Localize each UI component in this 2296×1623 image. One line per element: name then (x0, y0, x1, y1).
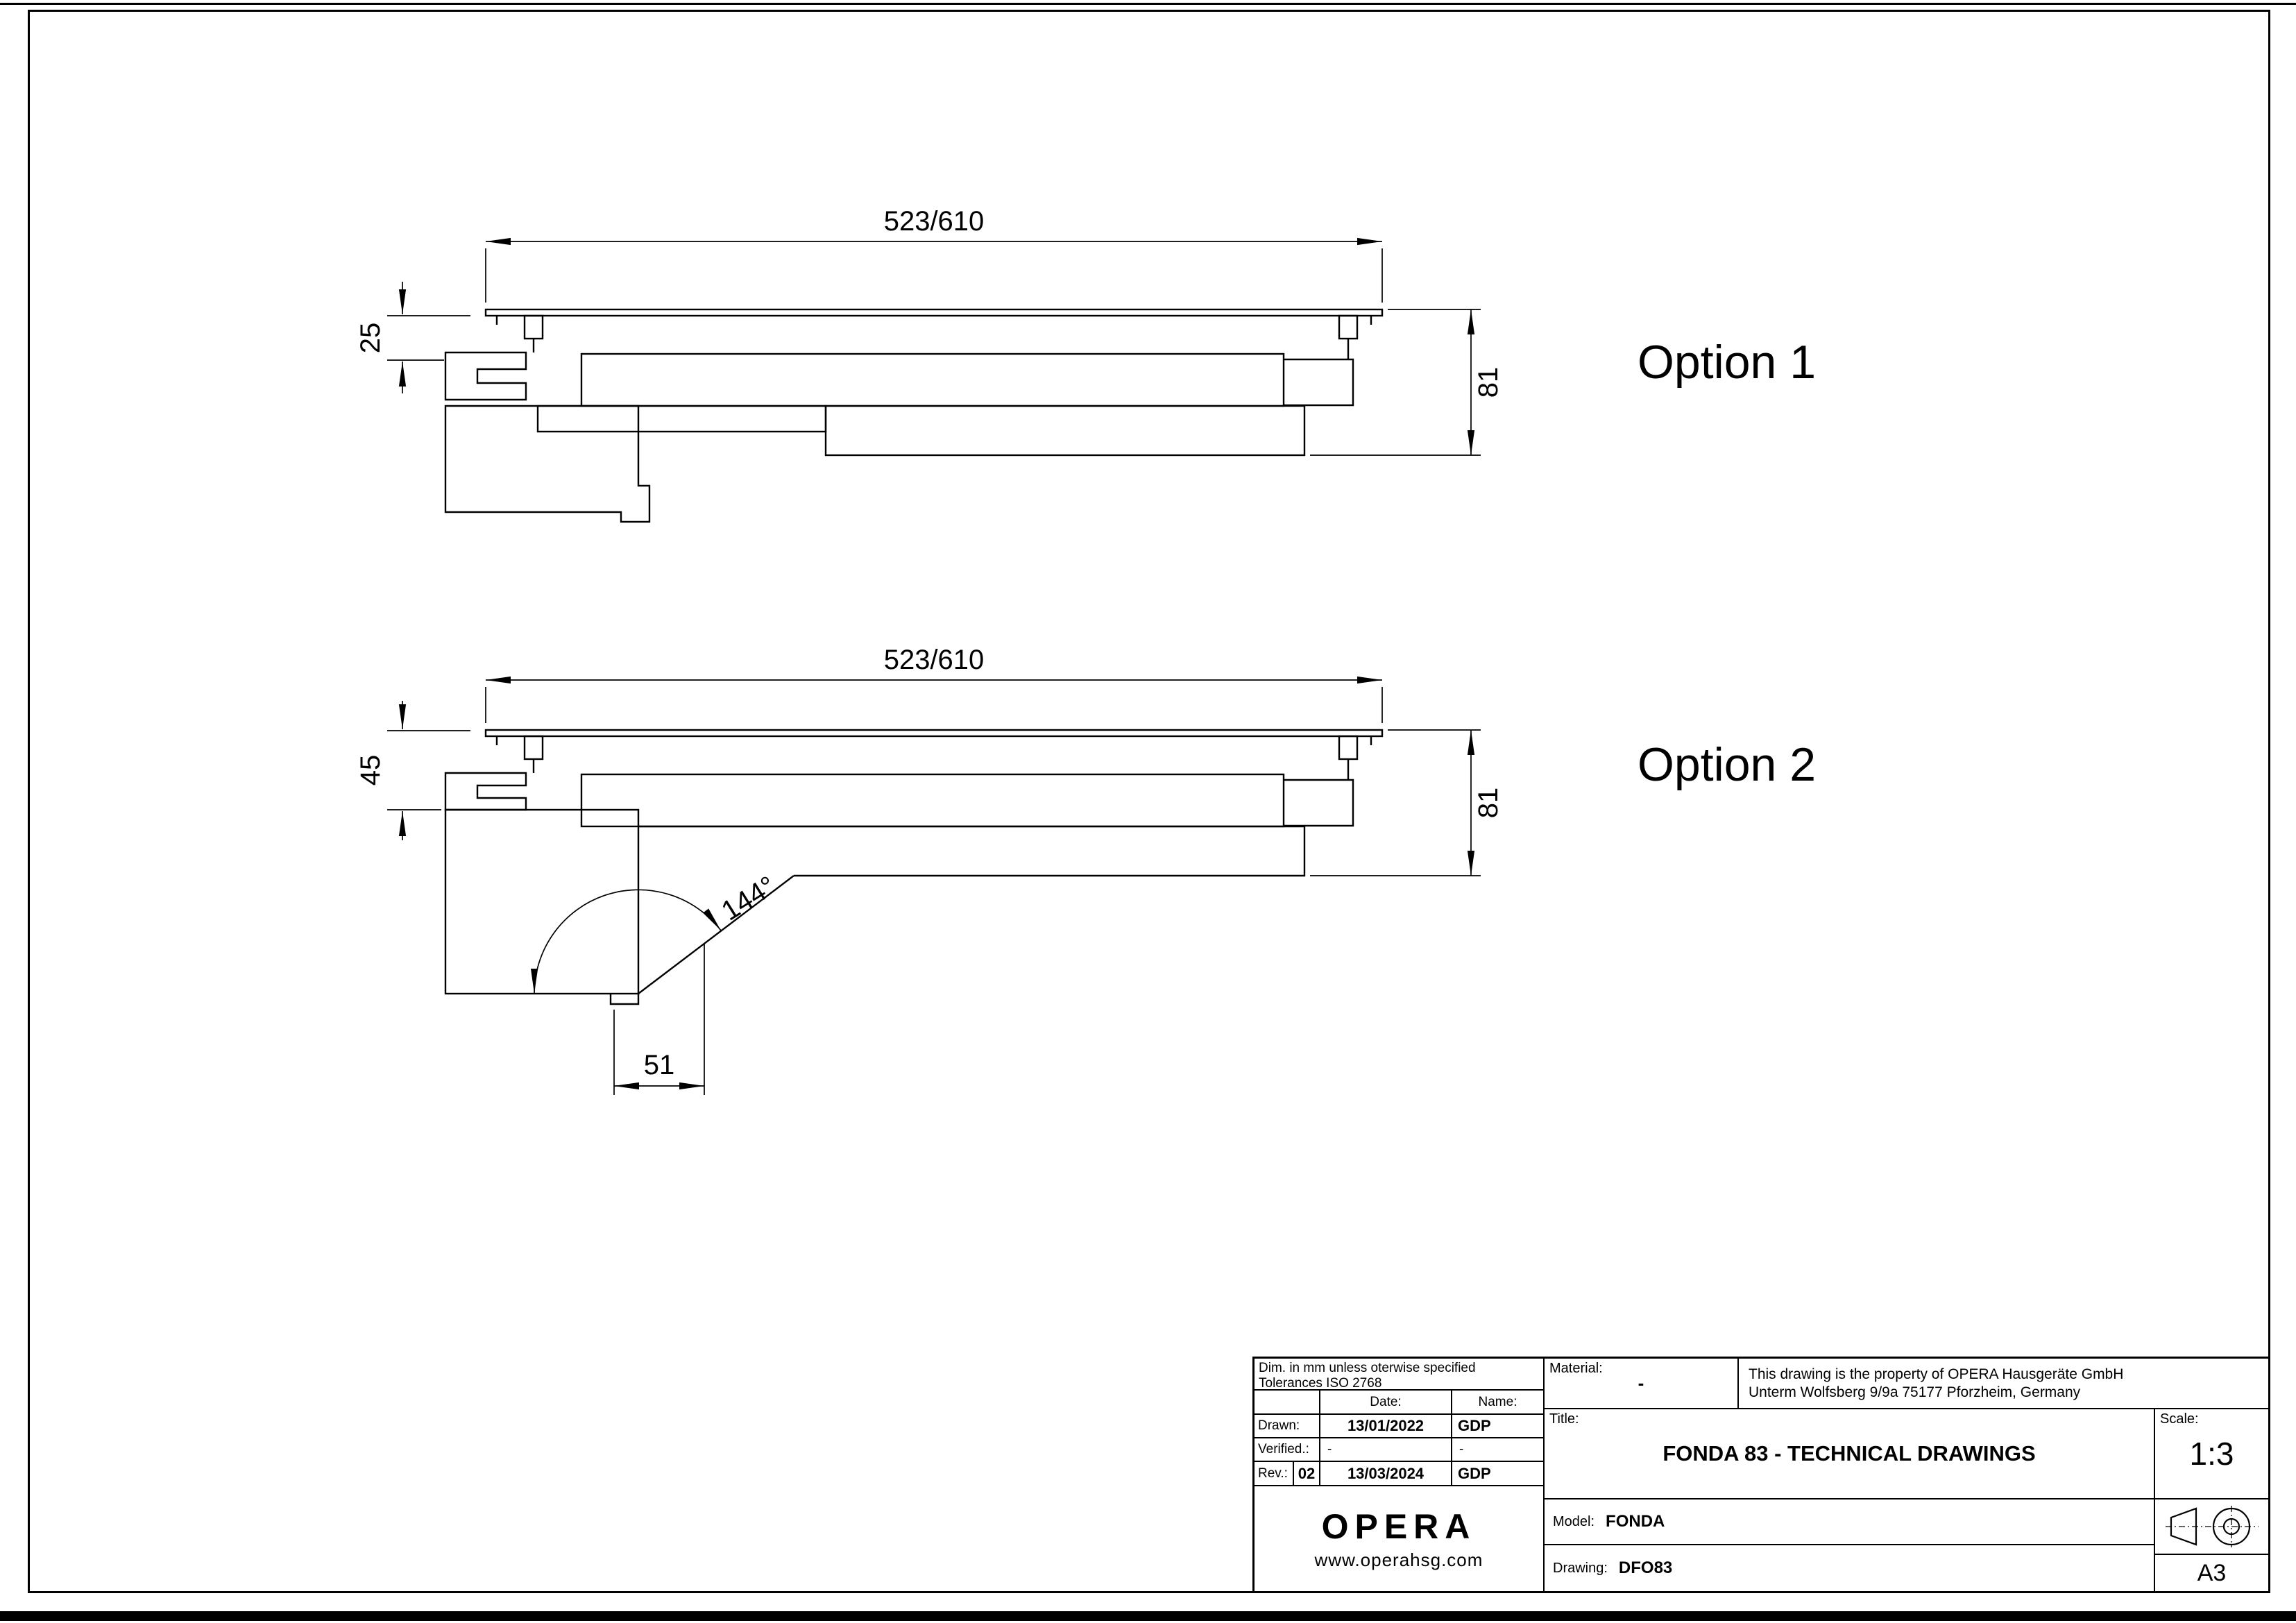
scale-value: 1:3 (2189, 1436, 2234, 1472)
paper-size: A3 (2197, 1559, 2227, 1586)
option1-left-dim-label: 25 (355, 323, 386, 354)
property-line2: Unterm Wolfsberg 9/9a 75177 Pforzheim, G… (1749, 1384, 2081, 1400)
cone-front-view-outer (2212, 1507, 2250, 1546)
rev-label: Rev.: (1255, 1462, 1294, 1486)
verified-label: Verified.: (1255, 1438, 1320, 1462)
drawn-name: GDP (1452, 1415, 1545, 1438)
property-note: This drawing is the property of OPERA Ha… (1739, 1359, 2268, 1409)
option2-angle-dim-label: 144° (716, 870, 781, 926)
table-corner-cell (1255, 1391, 1320, 1415)
cone-front-view-inner (2222, 1518, 2240, 1536)
first-angle-projection-icon (2165, 1506, 2259, 1547)
drawing-number-cell: Drawing: DFO83 (1545, 1545, 2155, 1591)
option2-dimensions: 523/610 45 81 144° 51 Option 2 (355, 645, 1816, 1095)
drawing-value: DFO83 (1618, 1558, 1673, 1577)
sheet-top-rule (0, 3, 2296, 5)
angle-dimension-arc (531, 889, 722, 994)
option2-width-dim-label: 523/610 (884, 645, 985, 675)
opera-logo: OPERA (1321, 1507, 1477, 1546)
website-link[interactable]: www.operahsg.com (1314, 1549, 1483, 1570)
option2-bottom-dim-label: 51 (644, 1050, 675, 1080)
title-cell: Title: FONDA 83 - TECHNICAL DRAWINGS (1545, 1409, 2155, 1499)
material-label: Material: (1549, 1361, 1603, 1376)
countertop-foot (609, 994, 640, 1005)
verified-name: - (1452, 1438, 1545, 1462)
option2-title: Option 2 (1638, 738, 1816, 791)
option2-right-dim-label: 81 (1473, 788, 1504, 819)
lower-housing (824, 405, 1306, 457)
option2-profile (444, 729, 1384, 1005)
lower-strip (536, 405, 827, 433)
mounting-clip (1338, 314, 1359, 340)
rev-number: 02 (1294, 1462, 1320, 1486)
title-block: Dim. in mm unless oterwise specified Tol… (1252, 1357, 2270, 1593)
drawn-label: Drawn: (1255, 1415, 1320, 1438)
projection-cell (2155, 1499, 2268, 1555)
option1-glass-panel (484, 308, 1384, 317)
option2-glass-panel (484, 729, 1384, 738)
cone-side-view (2170, 1507, 2197, 1546)
option1-title: Option 1 (1638, 336, 1816, 389)
countertop-rebate-bracket (444, 351, 527, 401)
scale-cell: Scale: 1:3 (2155, 1409, 2268, 1499)
name-header: Name: (1452, 1391, 1545, 1415)
tolerance-line2: Tolerances ISO 2768 (1259, 1376, 1382, 1391)
scale-label: Scale: (2160, 1411, 2199, 1427)
tolerance-line1: Dim. in mm unless oterwise specified (1259, 1361, 1476, 1375)
model-value: FONDA (1606, 1512, 1665, 1531)
right-extension-box (1284, 779, 1354, 827)
countertop-section (444, 808, 640, 995)
option1-dimensions: 523/610 25 81 Option 1 (355, 206, 1816, 456)
countertop-rebate-bracket (444, 772, 527, 811)
countertop-section (444, 405, 651, 523)
model-label: Model: (1553, 1513, 1595, 1529)
drawn-date: 13/01/2022 (1320, 1415, 1452, 1438)
option1-right-dim-label: 81 (1473, 367, 1504, 398)
date-header: Date: (1320, 1391, 1452, 1415)
lower-housing (638, 825, 1306, 877)
material-cell: Material: - (1545, 1359, 1739, 1409)
sheet-bottom-rule (0, 1611, 2296, 1621)
hob-main-body (580, 352, 1285, 407)
property-line1: This drawing is the property of OPERA Ha… (1749, 1366, 2124, 1382)
model-cell: Model: FONDA (1545, 1499, 2155, 1545)
mounting-clip (1338, 735, 1359, 760)
verified-date: - (1320, 1438, 1452, 1462)
title-label: Title: (1549, 1411, 1579, 1427)
option2-left-dim-label: 45 (355, 755, 386, 786)
tolerance-note: Dim. in mm unless oterwise specified Tol… (1255, 1359, 1545, 1391)
option1-profile (444, 308, 1384, 523)
logo-cell: OPERA www.operahsg.com (1255, 1486, 1545, 1591)
rev-name: GDP (1452, 1462, 1545, 1486)
drawing-label: Drawing: (1553, 1560, 1608, 1576)
drawing-title: FONDA 83 - TECHNICAL DRAWINGS (1663, 1441, 2036, 1465)
mounting-clip (523, 314, 544, 340)
right-extension-box (1284, 358, 1354, 407)
rev-date: 13/03/2024 (1320, 1462, 1452, 1486)
hob-main-body (580, 773, 1285, 828)
sheet-border (28, 10, 2270, 1593)
option1-width-dim-label: 523/610 (884, 206, 985, 237)
material-value: - (1638, 1373, 1644, 1393)
mounting-clip (523, 735, 544, 760)
